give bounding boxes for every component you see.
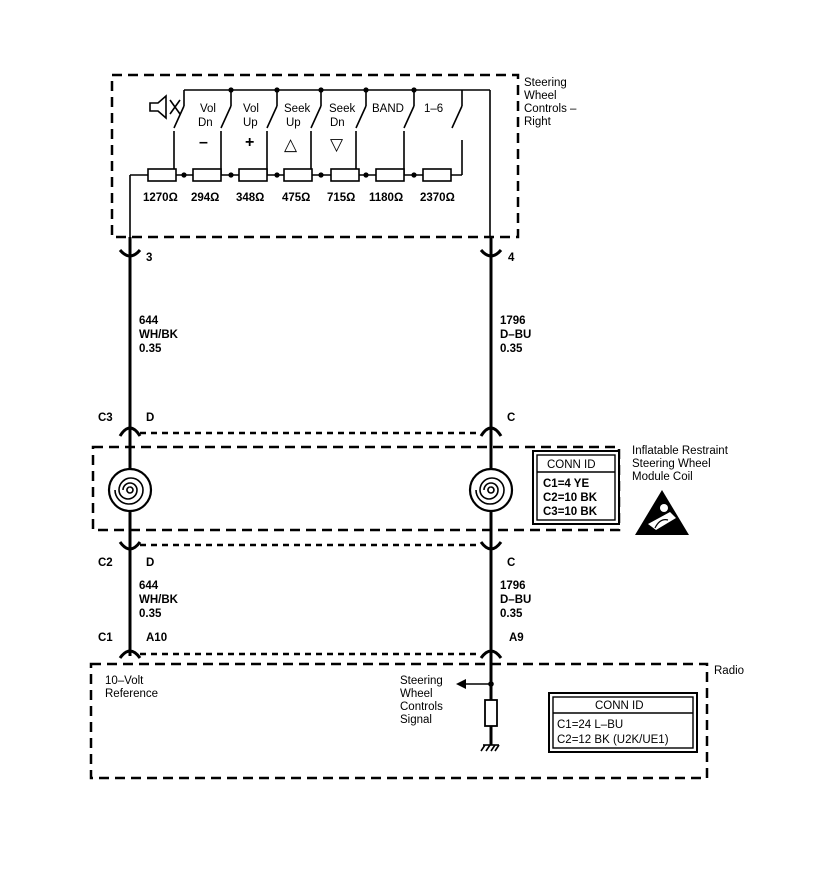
pin-label-3: 3: [146, 252, 152, 264]
steering-controls-dashed-outline: [110, 73, 520, 239]
steering-controls-title-line-2: Wheel: [524, 90, 557, 102]
pin-c-top-label: C: [507, 412, 515, 424]
radio-title: Radio: [714, 665, 744, 677]
switch-band-label: BAND: [372, 103, 404, 115]
switch-vol-up-symbol: +: [245, 134, 254, 151]
resistor-value-1180: 1180Ω: [369, 192, 403, 204]
c2-right-terminal: [479, 541, 503, 551]
radio-signal-label-line-1: Steering: [400, 675, 443, 687]
pin-a9-label: A9: [509, 632, 524, 644]
resistor-475: [283, 168, 313, 182]
c2-left-terminal: [118, 541, 142, 551]
resistor-value-475: 475Ω: [282, 192, 310, 204]
wire-left-lower-gauge: 0.35: [139, 608, 162, 620]
pin-a10-label: A10: [146, 632, 167, 644]
wire-left-upper-color: WH/BK: [139, 329, 179, 341]
switch-vol-dn-symbol: –: [199, 134, 208, 151]
coil-module-title-line-3: Module Coil: [632, 471, 693, 483]
coil-conn-id-line-3: C3=10 BK: [543, 506, 598, 518]
wire-right-lower-color: D–BU: [500, 594, 531, 606]
c3-left-terminal: [118, 426, 142, 437]
coil-conn-id-box: CONN ID C1=4 YE C2=10 BK C3=10 BK: [532, 450, 620, 525]
coil-module-title-line-2: Steering Wheel: [632, 458, 711, 470]
switch-upper-leads: [183, 90, 463, 106]
resistors: [147, 168, 452, 182]
radio-input-resistor: [484, 699, 498, 727]
wire-right-upper-circuit: 1796: [500, 315, 526, 327]
radio-reference-label-line-2: Reference: [105, 688, 158, 700]
ground-symbol-icon: [480, 744, 500, 752]
pin-d-bottom-label: D: [146, 557, 154, 569]
coil-module-title-line-1: Inflatable Restraint: [632, 445, 729, 457]
pin-c-bottom-label: C: [507, 557, 515, 569]
steering-controls-title-line-3: Controls –: [524, 103, 577, 115]
switch-vol-up-line-1: Vol: [243, 103, 259, 115]
wire-right-upper-gauge: 0.35: [500, 343, 523, 355]
switch-vol-dn-line-2: Dn: [198, 117, 213, 129]
wire-right-lower-gauge: 0.35: [500, 608, 523, 620]
radio-reference-label-line-1: 10–Volt: [105, 675, 144, 687]
wire-left-upper-gauge: 0.35: [139, 343, 162, 355]
switch-vol-up-line-2: Up: [243, 117, 258, 129]
resistor-nodes: [181, 172, 417, 178]
radio-signal-label-line-3: Controls: [400, 701, 443, 713]
wire-right-upper-color: D–BU: [500, 329, 531, 341]
airbag-warning-triangle-icon: [635, 490, 689, 535]
resistor-294: [192, 168, 222, 182]
steering-controls-title-line-1: Steering: [524, 77, 567, 89]
wire-right-lower-circuit: 1796: [500, 580, 526, 592]
switch-blades: [173, 105, 463, 175]
c1-right-terminal: [479, 649, 503, 659]
switch-1-6-label: 1–6: [424, 103, 443, 115]
radio-module: C1 A10 A9 Radio 10–Volt Reference Steeri…: [89, 632, 744, 780]
radio-conn-id-line-2: C2=12 BK (U2K/UE1): [557, 734, 669, 746]
resistor-2370: [422, 168, 452, 182]
conn-c3-label: C3: [98, 412, 113, 424]
radio-signal-label-line-2: Wheel: [400, 688, 433, 700]
coil-conn-id-line-1: C1=4 YE: [543, 478, 589, 490]
coil-spiral-right-icon: [468, 467, 514, 513]
wire-left-lower-color: WH/BK: [139, 594, 179, 606]
resistor-value-715: 715Ω: [327, 192, 355, 204]
switch-seek-up-line-1: Seek: [284, 103, 310, 115]
switch-seek-dn-line-1: Seek: [329, 103, 355, 115]
resistor-value-348: 348Ω: [236, 192, 264, 204]
radio-conn-id-box: CONN ID C1=24 L–BU C2=12 BK (U2K/UE1): [548, 692, 698, 753]
resistor-348: [238, 168, 268, 182]
switch-seek-up-line-2: Up: [286, 117, 301, 129]
pin-d-top-label: D: [146, 412, 154, 424]
resistor-value-294: 294Ω: [191, 192, 219, 204]
pin-label-4: 4: [508, 252, 515, 264]
wire-left-upper-circuit: 644: [139, 315, 159, 327]
c1-left-terminal: [118, 649, 142, 659]
coil-conn-id-line-2: C2=10 BK: [543, 492, 598, 504]
connector-terminals-top: [118, 248, 503, 258]
conn-c1-label: C1: [98, 632, 113, 644]
coil-conn-id-header: CONN ID: [547, 459, 596, 471]
inflatable-restraint-coil-module: C3 D C CONN ID C1=4 YE C2=10 BK C3=10 BK…: [91, 412, 729, 569]
switch-seek-up-symbol: △: [284, 135, 298, 154]
switch-vol-dn-line-1: Vol: [200, 103, 216, 115]
resistor-1180: [375, 168, 405, 182]
radio-signal-label-line-4: Signal: [400, 714, 432, 726]
steering-wheel-controls-module: Steering Wheel Controls – Right: [110, 73, 577, 264]
resistor-value-1270: 1270Ω: [143, 192, 178, 204]
resistor-1270: [147, 168, 177, 182]
radio-conn-id-header: CONN ID: [595, 700, 644, 712]
switch-seek-dn-symbol: ▽: [330, 135, 344, 154]
signal-arrow-icon: [456, 679, 494, 689]
resistor-value-2370: 2370Ω: [420, 192, 455, 204]
radio-conn-id-line-1: C1=24 L–BU: [557, 719, 623, 731]
resistor-715: [330, 168, 360, 182]
coil-spiral-left-icon: [107, 467, 153, 513]
steering-controls-title-line-4: Right: [524, 116, 552, 128]
mute-speaker-icon: [149, 94, 181, 120]
radio-dashed-outline: [89, 662, 709, 780]
switch-seek-dn-line-2: Dn: [330, 117, 345, 129]
wire-left-lower-circuit: 644: [139, 580, 159, 592]
c3-right-terminal: [479, 426, 503, 437]
conn-c2-label: C2: [98, 557, 113, 569]
